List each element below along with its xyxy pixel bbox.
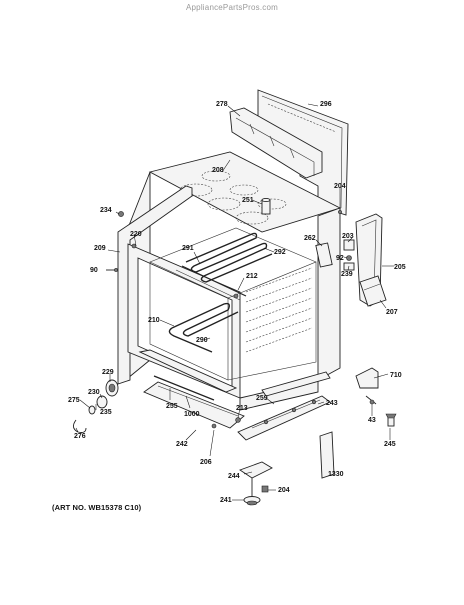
callout-43: 43 (368, 417, 376, 424)
watermark: AppliancePartsPros.com (186, 3, 278, 12)
callout-92: 92 (336, 255, 344, 262)
callout-206: 206 (200, 459, 212, 466)
callout-244: 244 (228, 473, 240, 480)
callout-292: 292 (274, 249, 286, 256)
callout-245: 245 (384, 441, 396, 448)
callout-230: 230 (88, 389, 100, 396)
callout-291: 291 (182, 245, 194, 252)
callout-90: 90 (90, 267, 98, 274)
callout-229: 229 (102, 369, 114, 376)
leveling-leg (239, 461, 273, 506)
callout-203: 203 (342, 233, 354, 240)
callout-204: 204 (334, 183, 346, 190)
callout-290: 290 (196, 337, 208, 344)
callout-1000: 1000 (184, 411, 200, 418)
callout-276: 276 (74, 433, 86, 440)
broil-element-291 (175, 232, 273, 301)
oven-body (117, 151, 342, 411)
callout-255: 255 (166, 403, 178, 410)
callout-239: 239 (341, 271, 353, 278)
callout-710: 710 (390, 372, 402, 379)
vent-duct-278 (229, 107, 323, 179)
callout-275: 275 (68, 397, 80, 404)
callout-labels: 278 296 208 204 251 234 220 209 291 292 … (68, 101, 406, 504)
callout-204-bottom: 204 (278, 487, 290, 494)
callout-242: 242 (176, 441, 188, 448)
callout-220: 220 (130, 231, 142, 238)
callout-213: 213 (236, 405, 248, 412)
art-number: (ART NO. WB15378 C10) (52, 503, 142, 512)
callout-251: 251 (242, 197, 254, 204)
callout-296: 296 (320, 101, 332, 108)
callout-205: 205 (394, 264, 406, 271)
callout-234: 234 (100, 207, 112, 214)
callout-278: 278 (216, 101, 228, 108)
callout-262: 262 (304, 235, 316, 242)
callout-210: 210 (148, 317, 160, 324)
drawer-assembly (138, 349, 245, 429)
right-small-parts (319, 367, 397, 479)
callout-208: 208 (212, 167, 224, 174)
knob-assembly (73, 379, 119, 433)
callout-235: 235 (100, 409, 112, 416)
bottom-rails (235, 371, 331, 441)
callout-259: 259 (256, 395, 268, 402)
callout-241: 241 (220, 497, 232, 504)
callout-209: 209 (94, 245, 106, 252)
callout-1330: 1330 (328, 471, 344, 478)
bake-element-290 (168, 302, 239, 353)
callout-212: 212 (246, 273, 258, 280)
callout-207: 207 (386, 309, 398, 316)
leader-lines (75, 103, 394, 501)
control-bracket-205 (355, 213, 387, 307)
callout-243: 243 (326, 400, 338, 407)
